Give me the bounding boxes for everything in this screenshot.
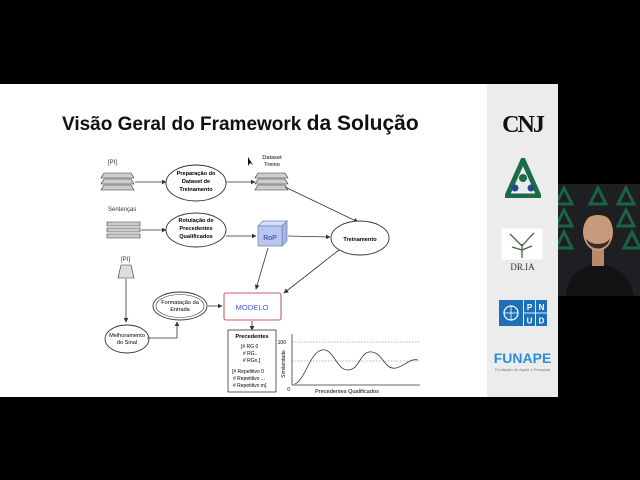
model-label: MODELO [236, 303, 269, 312]
similarity-chart: 100 0 Similaridade Precedentes Qualifica… [278, 334, 420, 395]
sentences-stack-icon [106, 221, 141, 239]
dria-tree-logo-icon [501, 228, 543, 260]
rop-label: RoP [263, 235, 277, 242]
rop-cube-icon [257, 220, 288, 247]
svg-text:D: D [539, 317, 545, 326]
chart-x-label: Precedentes Qualificados [315, 389, 379, 395]
sentences-label: Sentenças [108, 207, 136, 213]
dataset-stack-icon [254, 172, 289, 191]
cnj-logo: CNJ [502, 112, 545, 138]
mouse-cursor-icon [248, 157, 253, 166]
input-formatting-node [152, 291, 208, 321]
prep-line2: Dataset de [182, 179, 210, 185]
format-line1: Formatação da [161, 300, 200, 306]
chart-y-top-tick: 100 [278, 340, 287, 346]
training-node [330, 220, 390, 256]
webcam-video-tile[interactable] [558, 184, 640, 296]
dataset-label-line1: Dataset [262, 155, 282, 161]
dataset-label-line2: Treino [264, 162, 280, 168]
model-box [223, 292, 282, 321]
prep-line1: Preparação do [177, 171, 216, 177]
training-label: Treinamento [343, 237, 377, 243]
slide-title-main: Visão Geral do Framework [62, 114, 302, 135]
prec-item-b2: # Repetitivo m] [233, 383, 267, 389]
prec-item-a1: # RG.. [243, 351, 257, 357]
slide-title: Visão Geral do Framework da Solução [62, 112, 419, 136]
svg-text:N: N [539, 303, 545, 312]
a-triangle-logo-icon [505, 158, 541, 198]
pnud-logo-icon: P N U D [499, 300, 547, 326]
svg-text:P: P [527, 303, 533, 312]
slide-title-emphasis: da Solução [306, 112, 419, 135]
precedents-title: Precedentes [235, 334, 268, 340]
format-line2: Entrada [170, 307, 190, 313]
prep-line3: Treinamento [179, 187, 213, 193]
pi-input-top-label: [PI] [108, 160, 117, 166]
presentation-slide: Visão Geral do Framework da Solução [PI]… [0, 84, 487, 397]
signal-line1: Melhoramento [109, 333, 145, 339]
svg-text:U: U [527, 317, 533, 326]
signal-line2: do Sinal [117, 340, 137, 346]
funape-logo: FUNAPE [493, 350, 552, 366]
funape-tagline: Fundação de Apoio à Pesquisa [494, 367, 551, 372]
prec-item-a2: # RGn.] [243, 358, 261, 364]
sponsor-logo-sidebar: CNJ DR.IA P N U D FUNAPE Fundação de Apo… [487, 84, 558, 397]
rot-line2: Precedentes [179, 226, 212, 232]
chart-y-bottom-tick: 0 [287, 387, 290, 393]
signal-improvement-node [104, 324, 150, 354]
prec-item-a0: [# RG 0 [241, 344, 258, 350]
pi-input-mid-label: [PI] [121, 257, 130, 263]
rot-line1: Rotulação de [178, 218, 213, 224]
prec-item-b0: [# Repetitivo 0 [232, 369, 264, 375]
pi-document-icon [117, 264, 135, 279]
chart-y-label: Similaridade [281, 350, 287, 378]
presenter-video-feed [558, 184, 640, 296]
dria-logo: DR.IA [510, 262, 535, 272]
labeling-node [165, 212, 227, 248]
rot-line3: Qualificados [179, 234, 213, 240]
pi-document-stack-top [100, 172, 135, 191]
dataset-preparation-node [165, 164, 227, 202]
precedents-output-box [227, 329, 277, 393]
framework-diagram: [PI] Preparação do Dataset de Treinament… [100, 155, 420, 395]
prec-item-b1: # Repetitivo ... [233, 376, 265, 382]
